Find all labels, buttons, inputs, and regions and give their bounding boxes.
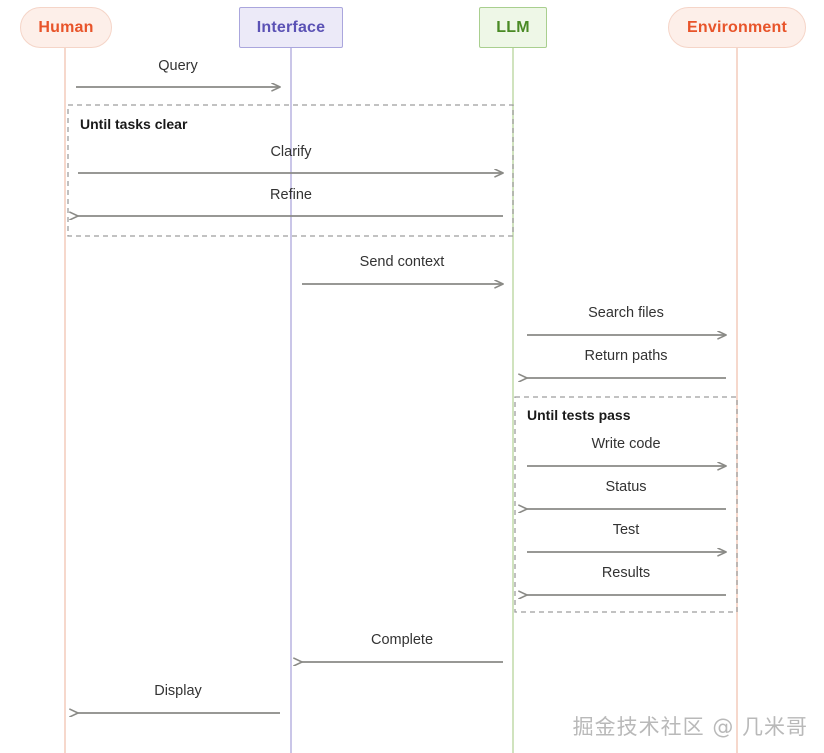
msg-status-label: Status <box>605 479 647 495</box>
loop-until-tests-pass-frame <box>514 396 738 613</box>
msg-test-label: Test <box>612 522 640 538</box>
msg-display-label: Display <box>154 683 202 699</box>
msg-refine-label: Refine <box>270 187 312 203</box>
msg-complete-label: Complete <box>370 632 434 648</box>
participant-interface[interactable]: Interface <box>239 7 343 48</box>
msg-return-paths-label: Return paths <box>584 348 668 364</box>
msg-send-context-label: Send context <box>359 254 445 270</box>
loop-until-tasks-clear-title: Until tasks clear <box>80 116 188 132</box>
msg-results-label: Results <box>601 565 651 581</box>
participant-interface-label: Interface <box>256 18 326 36</box>
participant-environment-label: Environment <box>687 18 787 36</box>
msg-clarify-label: Clarify <box>270 144 312 160</box>
watermark: 掘金技术社区 @ 几米哥 <box>572 715 808 739</box>
participant-llm-label: LLM <box>496 18 530 36</box>
message-arrows <box>76 87 726 713</box>
participant-human[interactable]: Human <box>20 7 112 48</box>
participant-human-label: Human <box>38 18 94 36</box>
loop-frames <box>67 104 738 613</box>
msg-query-label: Query <box>158 58 198 74</box>
participant-environment[interactable]: Environment <box>668 7 806 48</box>
loop-until-tests-pass-title: Until tests pass <box>527 407 631 423</box>
participant-llm[interactable]: LLM <box>479 7 547 48</box>
msg-write-code-label: Write code <box>591 436 661 452</box>
msg-search-files-label: Search files <box>588 305 664 321</box>
